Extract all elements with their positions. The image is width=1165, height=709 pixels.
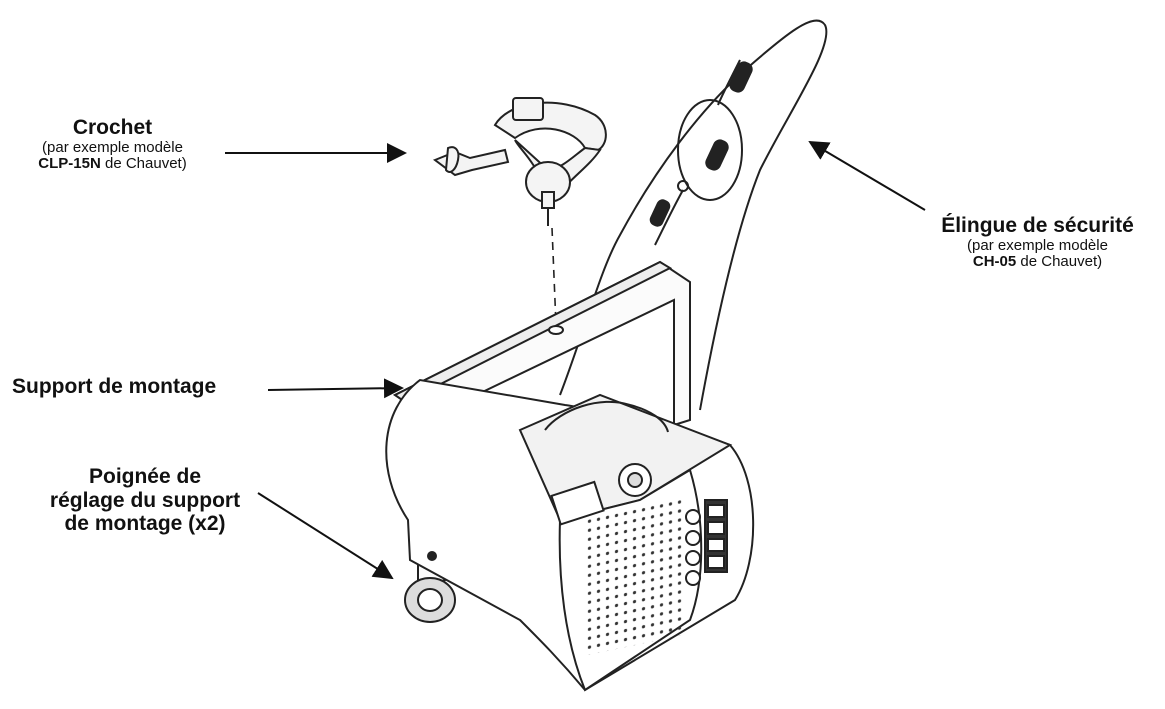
safety-cable-model: CH-05 <box>972 253 1017 271</box>
bracket-label: Support de montage <box>12 375 216 399</box>
safety-cable-label-suffix: de Chauvet) <box>1016 253 1103 271</box>
safety-cable-arrow <box>808 140 926 211</box>
hook-label-suffix: de Chauvet) <box>100 155 187 173</box>
clamp-illustration <box>432 97 607 226</box>
bracket-arrow <box>267 378 404 399</box>
knob-label-line3: de montage (x2) <box>64 512 226 536</box>
safety-cable-label-line2: CH-05 de Chauvet) <box>915 253 1160 271</box>
hook-label-title: Crochet <box>72 116 153 139</box>
hook-label: Crochet (par exemple modèle CLP-15N de C… <box>0 116 225 173</box>
safety-cable-label-line1: (par exemple modèle <box>967 236 1108 254</box>
hook-model: CLP-15N <box>38 155 101 173</box>
bracket-label-title: Support de montage <box>12 375 217 398</box>
safety-cable-label: Élingue de sécurité (par exemple modèle … <box>915 214 1160 271</box>
safety-cable-illustration <box>559 19 828 411</box>
safety-cable-label-title: Élingue de sécurité <box>941 214 1134 237</box>
knob-label: Poignée de réglage du support de montage… <box>20 465 270 536</box>
hook-label-line1: (par exemple modèle <box>42 138 183 156</box>
knob-label-line2: réglage du support <box>49 488 241 512</box>
hook-label-line2: CLP-15N de Chauvet) <box>0 155 225 173</box>
fixture-illustration <box>385 260 755 692</box>
knob-label-line1: Poignée de <box>88 465 202 488</box>
knob-arrow <box>257 492 394 580</box>
pointer-arrows <box>225 140 926 580</box>
mounting-axis-dashed-line <box>551 227 557 326</box>
